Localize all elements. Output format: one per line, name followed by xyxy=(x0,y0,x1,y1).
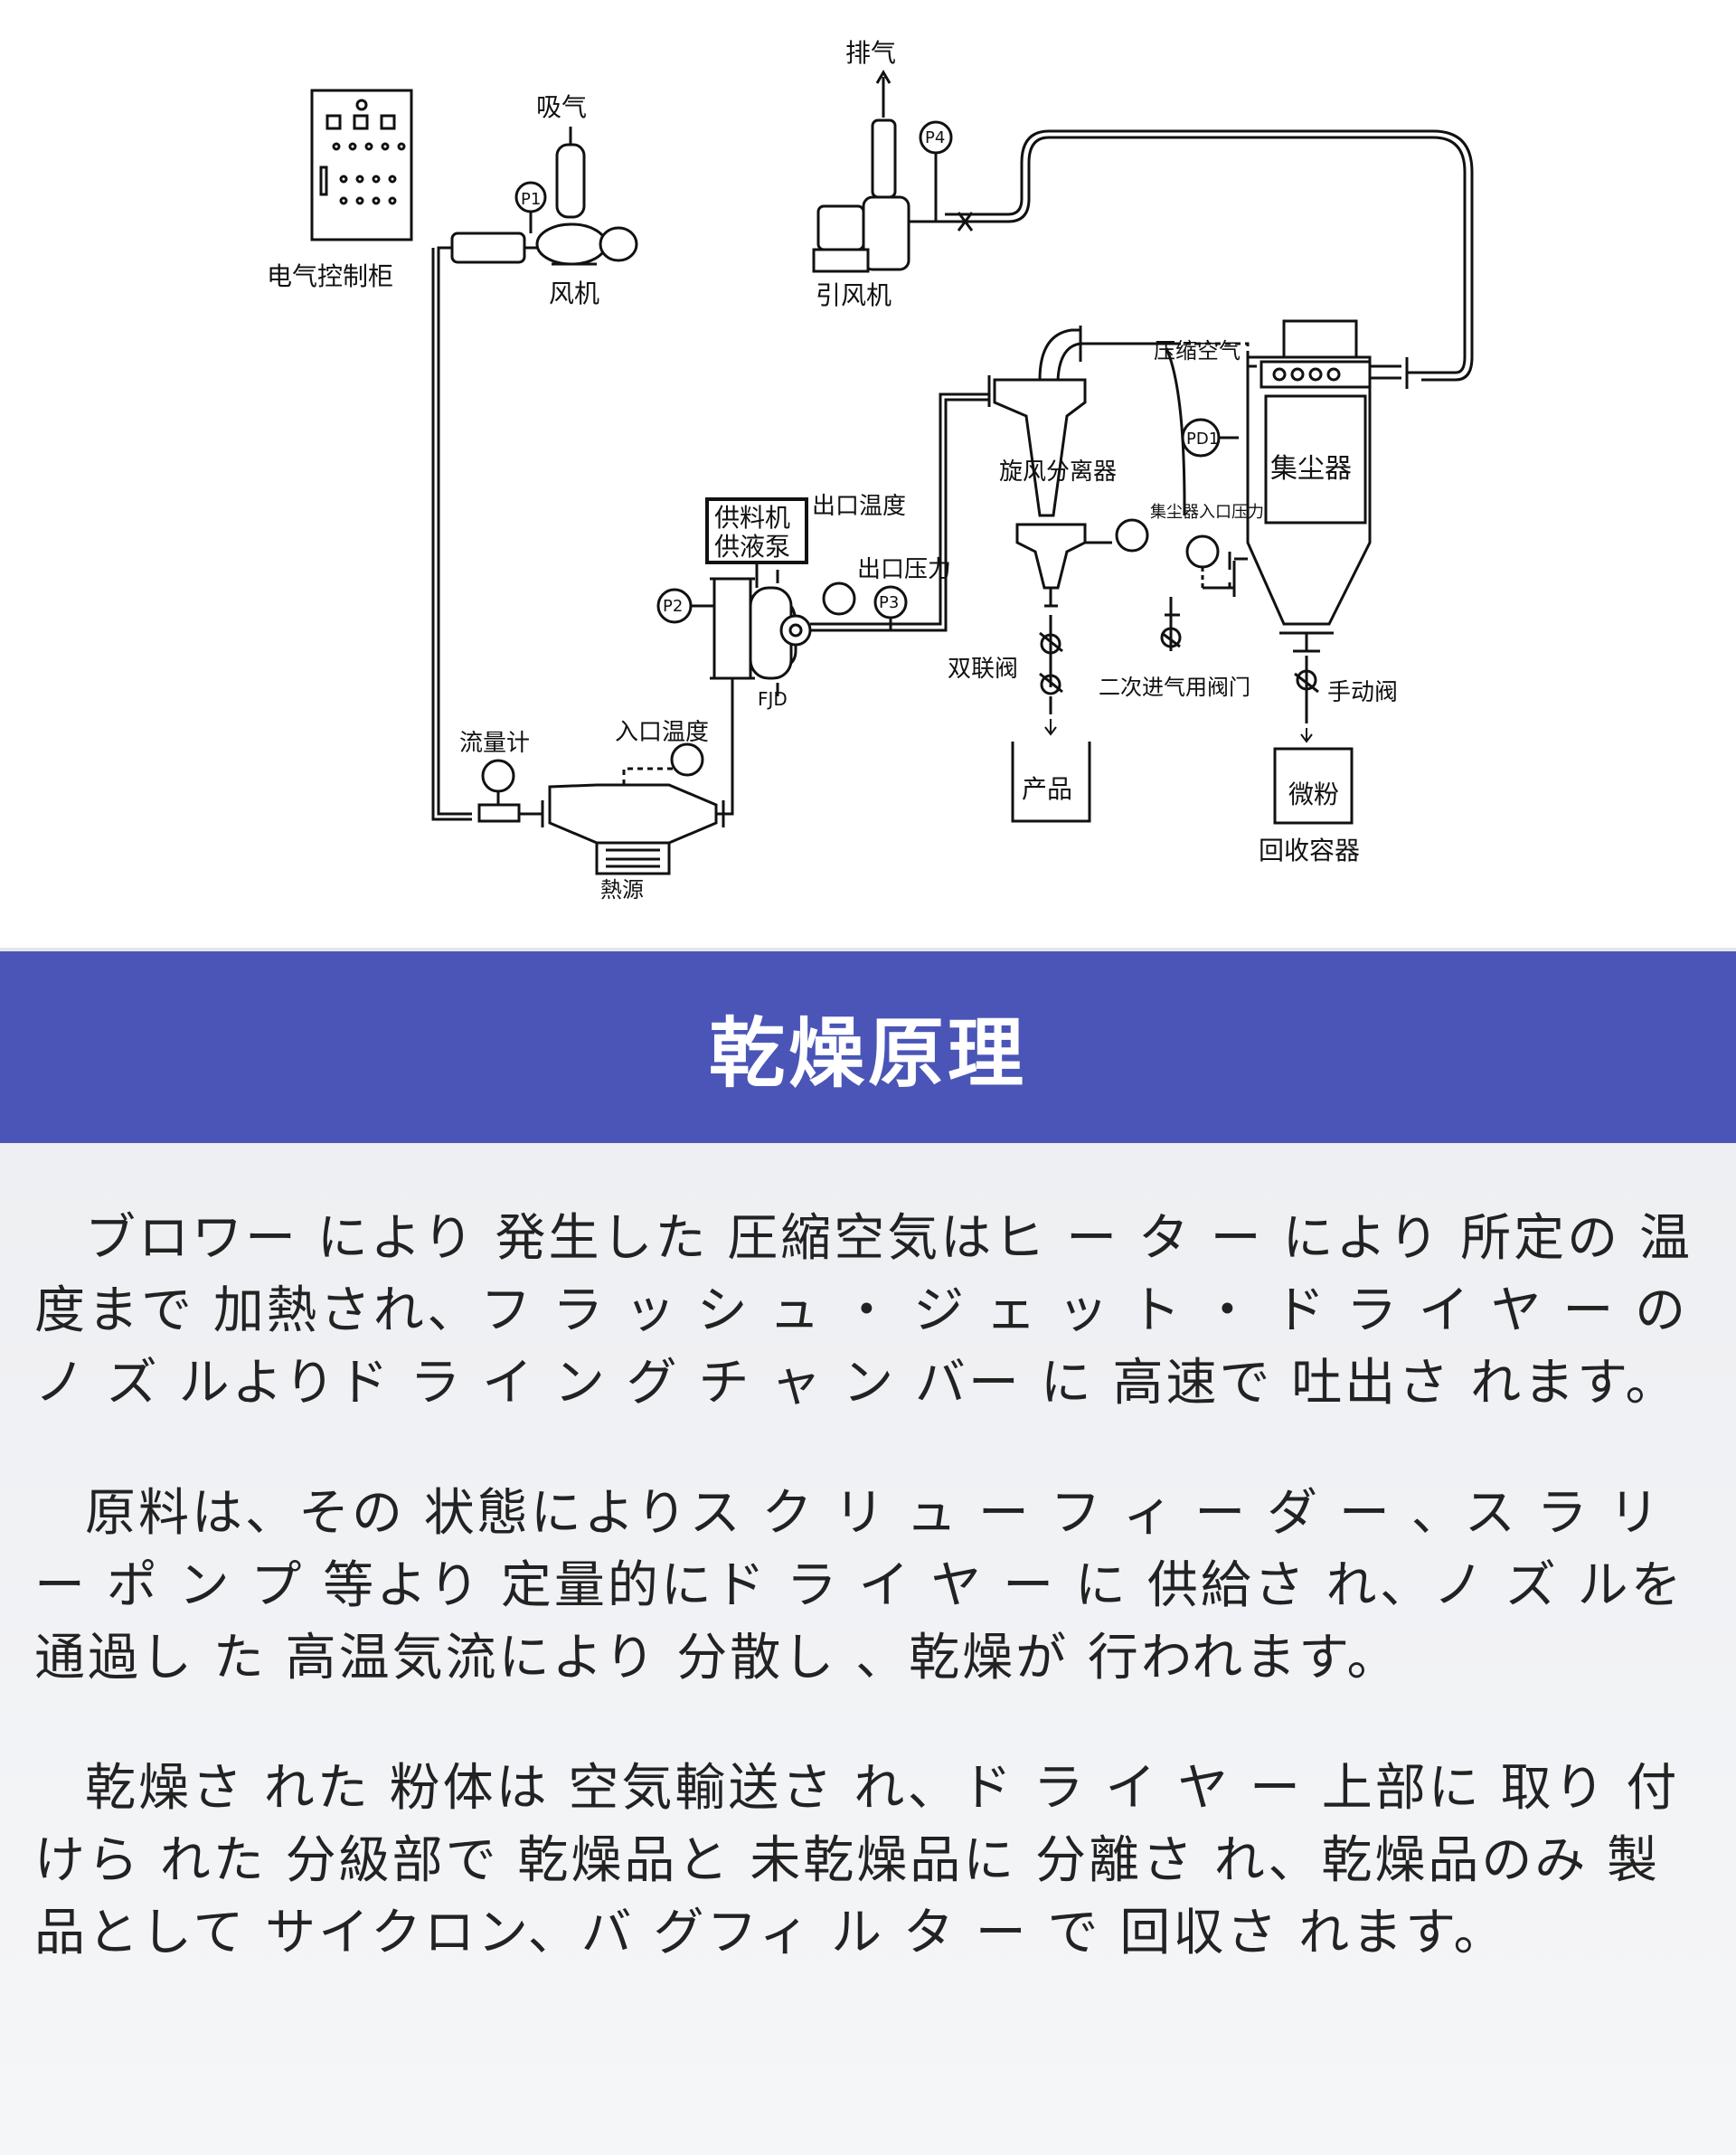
control-cabinet-label: 电气控制柜 xyxy=(267,261,393,291)
induced-fan xyxy=(816,204,865,251)
p4-label: P4 xyxy=(925,128,945,147)
flowmeter-label: 流量计 xyxy=(459,730,530,757)
product-label: 产品 xyxy=(1022,774,1072,804)
twin-valve-label: 双联阀 xyxy=(948,656,1018,683)
supply-pipe xyxy=(437,246,472,816)
blower-filter xyxy=(450,232,526,264)
intake-label: 吸气 xyxy=(536,92,587,122)
diagram-panel: 排气 吸气 P1 P4 电气控制柜 风机 引风机 压缩空气 PD1 旋风分离器 … xyxy=(0,0,1736,951)
compressed-air-label: 压缩空气 xyxy=(1154,338,1241,364)
p2-label: P2 xyxy=(663,597,683,616)
tia4-gauge xyxy=(1185,534,1220,569)
collector-motor xyxy=(1282,319,1358,359)
heat-source xyxy=(541,783,718,845)
outlet-pressure-label: 出口压力 xyxy=(857,556,951,583)
feeder-label-1: 供料机 xyxy=(714,503,790,533)
cyclone xyxy=(993,378,1087,517)
dust-collector-label: 集尘器 xyxy=(1270,453,1352,485)
exhaust-label: 排气 xyxy=(845,38,896,68)
paragraph-3: 乾燥さ れた 粉体は 空気輸送さ れ、ド ラ イ ヤ ー 上部に 取り 付けら … xyxy=(34,1759,1680,1962)
manual-valve-label: 手动阀 xyxy=(1327,679,1398,706)
secondary-air-valve-label: 二次进气用阀门 xyxy=(1099,675,1250,700)
fine-powder-container xyxy=(1273,747,1354,825)
description-area: ブロワー により 発生した 圧縮空気はヒ ー タ ー により 所定の 温度まで … xyxy=(0,1143,1736,2155)
section-title: 乾燥原理 xyxy=(708,1008,1027,1098)
process-flow-diagram: 排气 吸气 P1 P4 电气控制柜 风机 引风机 压缩空气 PD1 旋风分离器 … xyxy=(267,38,1474,903)
cyclone-hopper xyxy=(1015,523,1087,590)
p1-label: P1 xyxy=(521,190,541,209)
inlet-temp-label: 入口温度 xyxy=(615,719,709,746)
paragraph-2: 原料は、その 状態によりス ク リ ュ ー フ ィ ー ダ ー 、ス ラ リ ー… xyxy=(34,1484,1684,1687)
recovery-container-label: 回收容器 xyxy=(1259,836,1360,865)
product-container xyxy=(1011,742,1091,823)
blower-label: 风机 xyxy=(549,279,599,308)
p3-label: P3 xyxy=(879,593,899,612)
pd1-label: PD1 xyxy=(1186,430,1219,449)
tia2-gauge xyxy=(1115,518,1149,553)
heat-source-label: 熱源 xyxy=(600,877,644,903)
exhaust-duct xyxy=(945,136,1467,374)
paragraph-1: ブロワー により 発生した 圧縮空気はヒ ー タ ー により 所定の 温度まで … xyxy=(34,1209,1693,1413)
title-band: 乾燥原理 xyxy=(0,951,1736,1143)
collector-inlet-pressure-label: 集尘器入口压力 xyxy=(1150,503,1264,522)
feeder-label-2: 供液泵 xyxy=(714,532,790,562)
inlet-temp-gauge xyxy=(670,742,704,777)
fjd-label: FJD xyxy=(758,688,788,710)
blower-icon xyxy=(535,222,608,266)
fjd-dryer xyxy=(712,577,752,680)
outlet-temp-label: 出口温度 xyxy=(812,493,906,520)
flowmeter-gauge xyxy=(481,759,515,793)
outlet-temp-gauge xyxy=(822,581,856,616)
cyclone-label: 旋风分离器 xyxy=(999,458,1117,486)
induced-fan-label: 引风机 xyxy=(816,280,892,310)
control-cabinet xyxy=(310,89,413,241)
fine-powder-label: 微粉 xyxy=(1288,780,1339,809)
